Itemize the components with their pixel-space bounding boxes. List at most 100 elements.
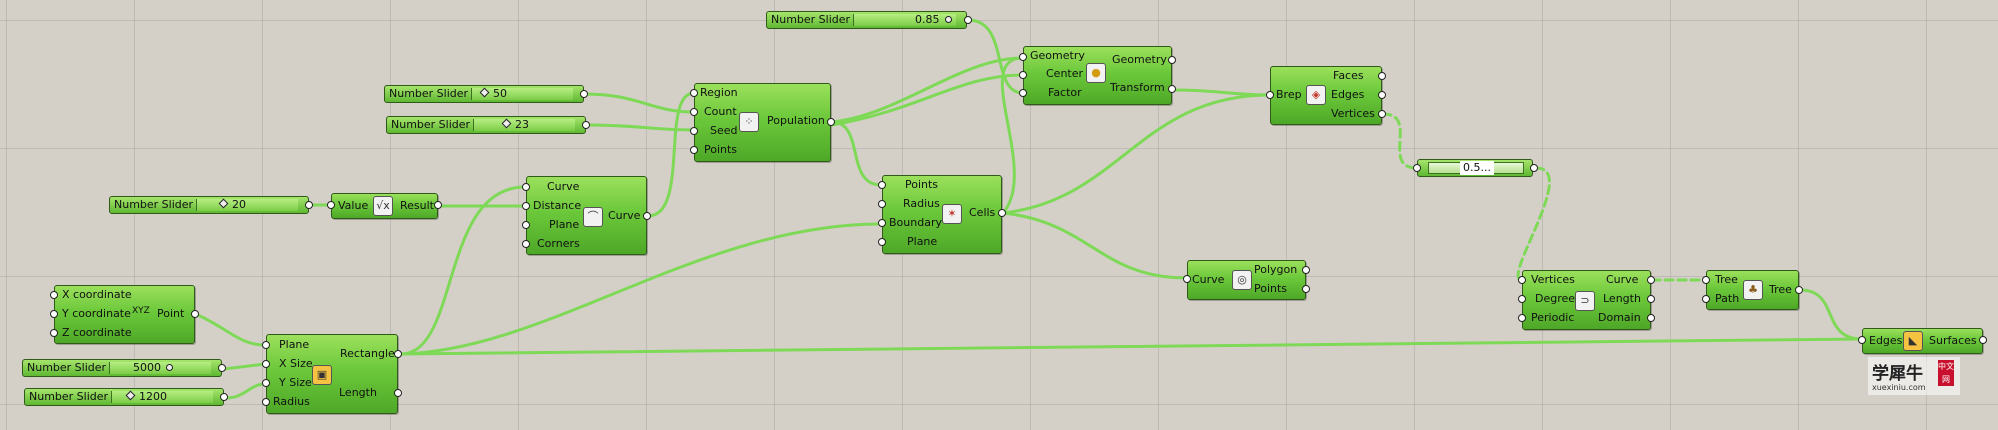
input-grip[interactable] xyxy=(690,108,698,116)
slider-output-grip[interactable] xyxy=(220,393,228,401)
input-grip[interactable] xyxy=(262,341,270,349)
scale-component[interactable]: Geometry Center Factor ● Geometry Transf… xyxy=(1023,46,1172,105)
input-grip[interactable] xyxy=(878,219,886,227)
voronoi-component[interactable]: Points Radius Boundary Plane ✶ Cells xyxy=(882,175,1002,254)
expression-component[interactable]: Value √x Result xyxy=(331,193,438,219)
input-distance: Distance xyxy=(533,199,582,212)
input-grip[interactable] xyxy=(1019,89,1027,97)
output-grip[interactable] xyxy=(1168,56,1176,64)
input-grip[interactable] xyxy=(878,238,886,246)
slider-output-grip[interactable] xyxy=(580,90,588,98)
input-grip[interactable] xyxy=(262,360,270,368)
populate-2d-component[interactable]: Region Count Seed Points ⁘ Population xyxy=(694,83,831,162)
construct-point-component[interactable]: X coordinate Y coordinate Z coordinate X… xyxy=(54,285,195,344)
slider-value: 20 xyxy=(218,198,246,212)
slider-output-grip[interactable] xyxy=(582,121,590,129)
input-grip[interactable] xyxy=(50,291,58,299)
input-grip[interactable] xyxy=(327,201,335,209)
wire-50-to-count xyxy=(582,92,696,114)
wire-cells-to-geometry xyxy=(1000,56,1025,215)
polygon-center-component[interactable]: Curve ◎ Polygon Points xyxy=(1187,260,1306,300)
input-grip[interactable] xyxy=(1183,275,1191,283)
watermark-logo: 学犀牛 中文网 xuexiniu.com xyxy=(1868,357,1960,395)
input-grip[interactable] xyxy=(1702,276,1710,284)
slider-output-grip[interactable] xyxy=(305,201,313,209)
input-grip[interactable] xyxy=(522,240,530,248)
input-grip[interactable] xyxy=(262,379,270,387)
output-grip[interactable] xyxy=(1647,314,1655,322)
output-grip[interactable] xyxy=(434,201,442,209)
number-slider-factor[interactable]: Number Slider 0.85 xyxy=(766,11,967,29)
output-grip[interactable] xyxy=(191,310,199,318)
input-grip[interactable] xyxy=(1858,336,1866,344)
input-grip[interactable] xyxy=(690,146,698,154)
output-grip[interactable] xyxy=(394,350,402,358)
rectangle-component[interactable]: Plane X Size Y Size Radius ▣ Rectangle L… xyxy=(266,334,398,414)
input-x-size: X Size xyxy=(279,357,313,370)
slider-track[interactable] xyxy=(853,14,956,26)
input-grip[interactable] xyxy=(262,398,270,406)
voronoi-icon: ✶ xyxy=(942,204,962,224)
number-slider-xsize[interactable]: Number Slider 5000 xyxy=(22,359,222,377)
list-input-grip[interactable] xyxy=(1413,164,1421,172)
wire-pop-to-geometry xyxy=(830,56,1025,124)
input-grip[interactable] xyxy=(522,202,530,210)
number-slider-ysize[interactable]: Number Slider 1200 xyxy=(24,388,224,406)
input-grip[interactable] xyxy=(50,329,58,337)
slider-track[interactable] xyxy=(109,362,211,374)
output-grip[interactable] xyxy=(1378,72,1386,80)
input-tree: Tree xyxy=(1715,273,1738,286)
output-grip[interactable] xyxy=(827,118,835,126)
number-slider-count[interactable]: Number Slider 50 xyxy=(384,85,584,103)
output-grip[interactable] xyxy=(643,212,651,220)
input-grip[interactable] xyxy=(50,310,58,318)
output-grip[interactable] xyxy=(1378,110,1386,118)
input-grip[interactable] xyxy=(1518,314,1526,322)
output-grip[interactable] xyxy=(1302,285,1310,293)
deconstruct-brep-component[interactable]: Brep ◈ Faces Edges Vertices xyxy=(1270,66,1382,125)
input-grip[interactable] xyxy=(690,127,698,135)
output-grip[interactable] xyxy=(1168,85,1176,93)
output-grip[interactable] xyxy=(1979,336,1987,344)
populate-icon: ⁘ xyxy=(739,112,759,132)
input-grip[interactable] xyxy=(1019,53,1027,61)
slider-track[interactable] xyxy=(471,88,573,100)
input-grip[interactable] xyxy=(878,181,886,189)
number-slider-value[interactable]: Number Slider 20 xyxy=(109,196,309,214)
tree-component[interactable]: Tree Path ♣ Tree xyxy=(1706,270,1799,310)
slider-track[interactable] xyxy=(473,119,575,131)
input-grip[interactable] xyxy=(1518,276,1526,284)
input-z-coordinate: Z coordinate xyxy=(62,326,132,339)
input-grip[interactable] xyxy=(1019,71,1027,79)
slider-track[interactable] xyxy=(196,199,298,211)
nurbs-curve-component[interactable]: Vertices Degree Periodic ⊃ Curve Length … xyxy=(1522,270,1651,330)
input-periodic: Periodic xyxy=(1531,311,1575,324)
slider-output-grip[interactable] xyxy=(964,16,972,24)
number-slider-seed[interactable]: Number Slider 23 xyxy=(386,116,586,134)
input-plane: Plane xyxy=(279,338,310,351)
input-grip[interactable] xyxy=(1702,295,1710,303)
input-grip[interactable] xyxy=(522,183,530,191)
offset-curve-component[interactable]: Curve Distance Plane Corners ⌒ Curve xyxy=(526,176,647,255)
input-grip[interactable] xyxy=(1266,91,1274,99)
input-grip[interactable] xyxy=(690,89,698,97)
output-transform: Transform xyxy=(1110,81,1165,94)
slider-name: Number Slider xyxy=(389,87,469,100)
edge-surface-component[interactable]: Edges ◣ Surfaces xyxy=(1862,328,1983,354)
input-grip[interactable] xyxy=(1518,295,1526,303)
output-grip[interactable] xyxy=(1647,276,1655,284)
slider-track[interactable] xyxy=(111,391,213,403)
output-grip[interactable] xyxy=(394,389,402,397)
output-points: Points xyxy=(1254,282,1288,295)
output-grip[interactable] xyxy=(1647,295,1655,303)
list-output-grip[interactable] xyxy=(1530,164,1538,172)
output-grip[interactable] xyxy=(998,209,1006,217)
polygon-center-icon: ◎ xyxy=(1232,270,1252,290)
input-grip[interactable] xyxy=(522,221,530,229)
list-item-slider[interactable]: 0.5... xyxy=(1417,159,1533,177)
slider-output-grip[interactable] xyxy=(218,364,226,372)
output-grip[interactable] xyxy=(1795,286,1803,294)
output-grip[interactable] xyxy=(1378,91,1386,99)
output-grip[interactable] xyxy=(1302,266,1310,274)
input-grip[interactable] xyxy=(878,200,886,208)
